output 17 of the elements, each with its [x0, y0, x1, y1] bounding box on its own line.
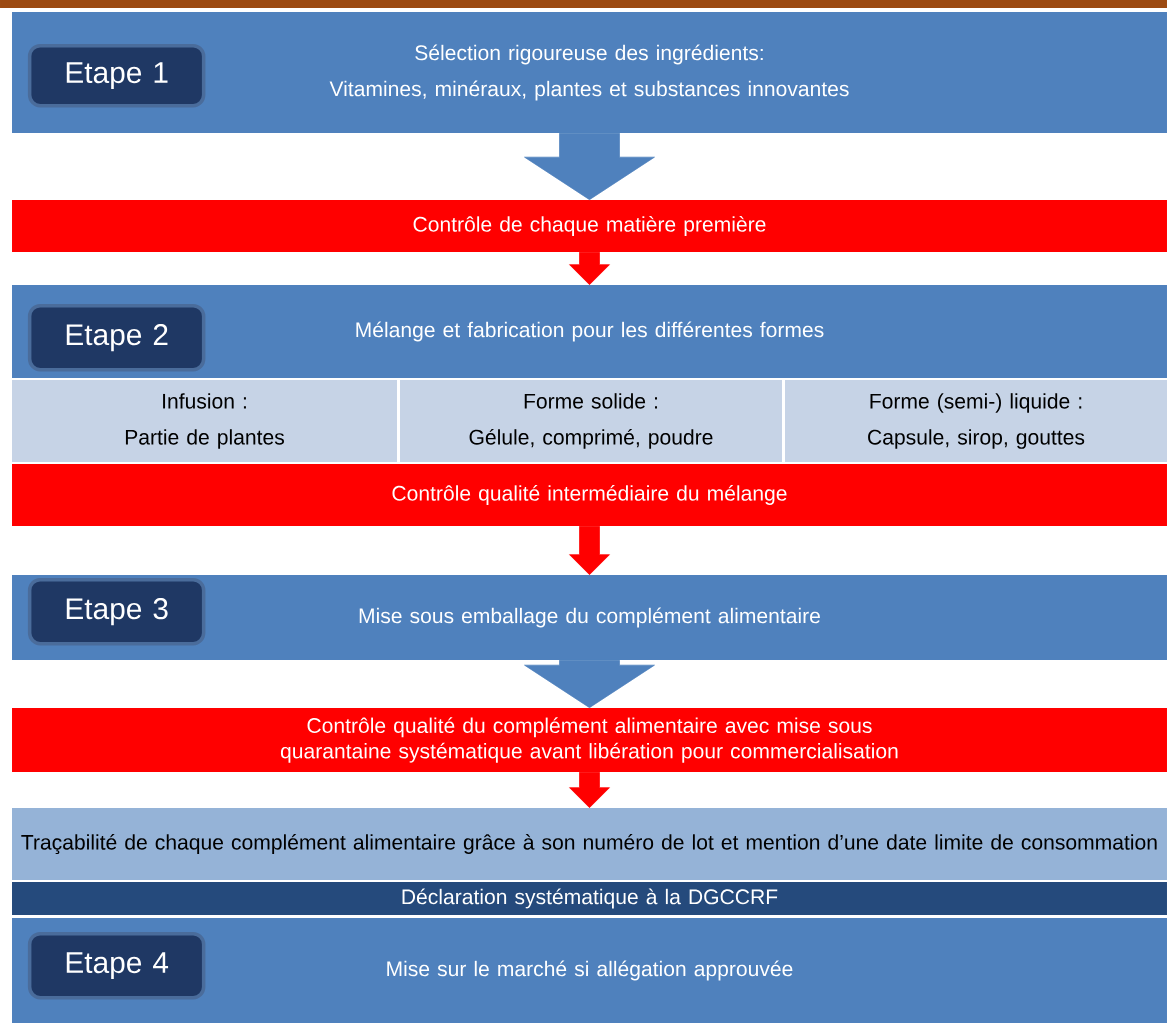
block-arrow	[524, 133, 655, 200]
block-arrow	[569, 772, 610, 808]
form-cell: Infusion : Partie de plantes	[12, 380, 397, 462]
block-arrow	[569, 252, 610, 285]
form-cell: Forme solide : Gélule, comprimé, poudre	[400, 380, 782, 462]
step-badge: Etape 1	[27, 43, 206, 108]
block-arrow	[569, 526, 610, 575]
step-badge: Etape 4	[27, 931, 206, 1000]
form-cell: Forme (semi-) liquide : Capsule, sirop, gouttes	[785, 380, 1167, 462]
block-arrow	[524, 660, 655, 708]
control-bar: Contrôle qualité du complément alimentaire avec mise sous quarantaine systématique avant libération pour commercialisation	[12, 708, 1167, 772]
control-bar: Contrôle qualité intermédiaire du mélange	[12, 464, 1167, 526]
declaration-bar: Déclaration systématique à la DGCCRF	[12, 882, 1167, 915]
step-badge: Etape 2	[27, 303, 206, 372]
info-band: Traçabilité de chaque complément alimentaire grâce à son numéro de lot et mention d’une date limite de consommation	[12, 808, 1167, 880]
step-badge: Etape 3	[27, 577, 206, 646]
control-bar: Contrôle de chaque matière première	[12, 200, 1167, 252]
